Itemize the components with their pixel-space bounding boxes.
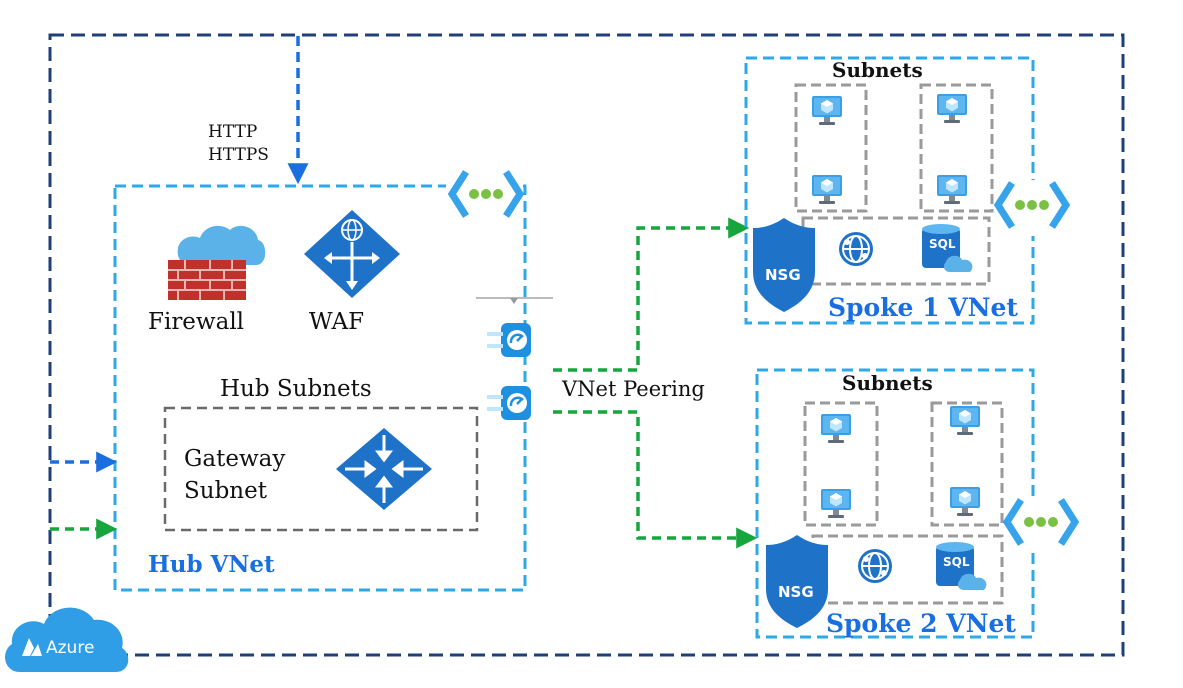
gateway-router-icon — [336, 428, 432, 510]
spoke2-subnets-label: Subnets — [842, 371, 933, 395]
peering-arrow-small — [510, 298, 518, 304]
spoke1-data-subnet — [801, 216, 991, 286]
spoke1-subnets-label: Subnets — [832, 58, 923, 82]
waf-label: WAF — [309, 309, 365, 335]
spoke1-vm-subnet-b — [919, 83, 994, 213]
vm-icon — [950, 406, 980, 435]
gateway-label: Gateway — [184, 446, 286, 472]
firewall-label: Firewall — [148, 309, 245, 335]
azure-label: Azure — [46, 638, 95, 658]
sql-database-icon — [922, 224, 973, 272]
network-globe-icon — [838, 231, 874, 267]
nsg1-label: NSG — [765, 266, 801, 284]
sql-database-icon — [936, 542, 987, 590]
peering-arrow-spoke1 — [553, 217, 750, 372]
vm-icon — [937, 94, 967, 123]
spoke2-vnet-label: Spoke 2 VNet — [826, 609, 1016, 638]
vm-icon — [812, 96, 842, 125]
spoke1-vm-subnet-a — [794, 83, 868, 213]
vm-icon — [821, 414, 851, 443]
gateway-subnet-box — [163, 406, 479, 532]
spoke1-vnet-box — [744, 56, 1035, 325]
subnet-label: Subnet — [184, 478, 267, 504]
firewall-icon — [168, 225, 266, 300]
vm-icon — [812, 175, 842, 204]
vm-icon — [821, 489, 851, 518]
spoke1-vnet-label: Spoke 1 VNet — [828, 293, 1018, 322]
https-label: HTTPS — [208, 145, 269, 165]
waf-icon — [304, 210, 400, 298]
nsg-shield-icon — [766, 535, 828, 628]
peering-plug-icon — [485, 384, 533, 422]
nsg2-label: NSG — [778, 583, 814, 601]
vm-icon — [950, 487, 980, 516]
sql2-label: SQL — [943, 555, 970, 569]
vnet-peering-label: VNet Peering — [562, 377, 705, 401]
vm-icon — [937, 175, 967, 204]
spoke2-vm-subnet-b — [930, 401, 1004, 527]
azure-boundary — [48, 33, 1125, 657]
hub-vnet-label: Hub VNet — [148, 551, 275, 578]
network-globe-icon — [857, 548, 893, 584]
sql1-label: SQL — [929, 237, 956, 251]
azure-cloud-icon — [5, 607, 129, 672]
hub-subnets-label: Hub Subnets — [220, 376, 372, 402]
http-label: HTTP — [208, 122, 258, 142]
spoke2-data-subnet — [811, 534, 1004, 605]
nsg-shield-icon — [753, 218, 815, 312]
peering-plug-icon — [485, 321, 533, 359]
peering-arrow-spoke2 — [553, 410, 758, 549]
spoke2-vm-subnet-a — [803, 401, 879, 527]
